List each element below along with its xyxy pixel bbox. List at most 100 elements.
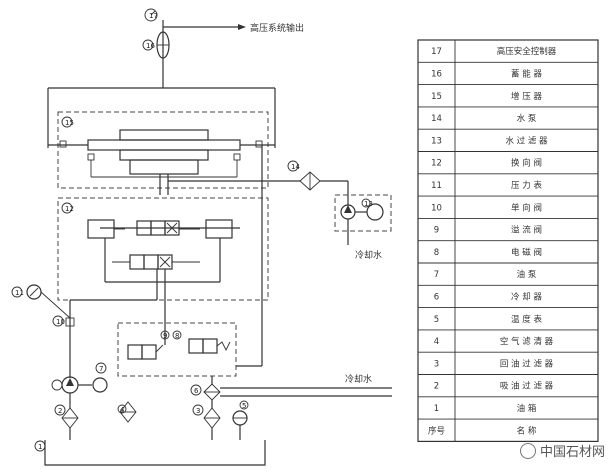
directional-valve-12-icon (87, 219, 240, 282)
pressure-gauge-11-icon (11, 284, 71, 319)
table-cell-name: 蓄 能 器 (511, 68, 542, 79)
table-cell-no: 13 (431, 136, 442, 146)
upper-manifold (47, 87, 276, 148)
table-cell-no: 序号 (428, 425, 445, 436)
table-cell-name: 溢 流 阀 (511, 225, 542, 236)
table-cell-name: 换 向 阀 (511, 158, 542, 169)
svg-text:8: 8 (175, 332, 179, 340)
table-row: 17 高压安全控制器 (431, 46, 557, 57)
svg-text:3: 3 (196, 407, 200, 415)
svg-text:7: 7 (99, 365, 103, 373)
svg-text:14: 14 (291, 163, 300, 171)
gauge-17-icon (144, 8, 158, 22)
table-cell-name: 水 过 滤 器 (505, 135, 548, 146)
table-cell-name: 电 磁 阀 (511, 247, 542, 258)
svg-text:6: 6 (194, 387, 199, 395)
relief-valve-9-icon (127, 330, 170, 360)
table-row: 6 冷 却 器 (434, 291, 543, 302)
svg-text:11: 11 (15, 289, 24, 297)
table-cell-name: 温 度 表 (511, 314, 542, 325)
svg-text:2: 2 (58, 407, 62, 415)
svg-text:9: 9 (163, 332, 167, 340)
svg-text:15: 15 (65, 119, 74, 127)
table-cell-name: 压 力 表 (511, 180, 542, 191)
table-row: 13 水 过 滤 器 (431, 135, 548, 146)
svg-text:12: 12 (65, 205, 74, 213)
callout-numbers: 17 16 15 14 13 12 11 10 9 8 7 6 5 4 3 2 … (15, 12, 373, 451)
intensifier-15-icon (48, 129, 275, 195)
table-row: 15 增 压 器 (431, 91, 542, 102)
table-row: 2 吸 油 过 滤 器 (434, 381, 554, 392)
air-breather-4-icon (117, 401, 137, 423)
table-cell-name: 冷 却 器 (511, 291, 542, 302)
table-row: 3 回 油 过 滤 器 (434, 358, 554, 369)
svg-text:4: 4 (120, 406, 125, 414)
table-cell-name: 油 箱 (517, 403, 537, 414)
table-row: 1 油 箱 (434, 403, 537, 414)
table-cell-no: 12 (431, 159, 442, 169)
table-cell-name: 空 气 滤 清 器 (500, 336, 554, 347)
water-pump-14-icon (340, 198, 384, 245)
table-cell-no: 4 (434, 337, 439, 347)
table-row: 序号 名 称 (428, 425, 537, 436)
svg-text:1: 1 (38, 443, 42, 451)
svg-text:5: 5 (242, 402, 246, 410)
svg-text:17: 17 (149, 12, 158, 20)
top-outlet-assembly (142, 8, 246, 88)
water-pump-box (334, 194, 392, 232)
table-cell-no: 11 (431, 181, 442, 191)
table-cell-no: 17 (431, 47, 442, 57)
table-row: 9 溢 流 阀 (434, 225, 542, 236)
watermark-text: 中国石材网 (539, 445, 605, 460)
svg-text:16: 16 (146, 42, 155, 50)
svg-text:10: 10 (56, 318, 65, 326)
oil-pump-7-icon (51, 362, 108, 394)
table-cell-name: 吸 油 过 滤 器 (500, 381, 554, 392)
relief-valve-box (117, 322, 237, 377)
table-cell-no: 5 (434, 315, 439, 325)
water-in-label: 冷却水 (355, 249, 382, 261)
table-cell-name: 回 油 过 滤 器 (500, 358, 554, 369)
table-cell-no: 1 (434, 404, 439, 414)
table-row: 16 蓄 能 器 (431, 68, 542, 79)
table-cell-no: 2 (434, 382, 439, 392)
electro-valve-icon (172, 330, 231, 354)
oil-tank-1-icon (34, 440, 266, 466)
suction-filter-2-icon (54, 393, 79, 440)
watermark: 中国石材网 (519, 441, 605, 460)
table-cell-no: 9 (434, 226, 439, 236)
water-line (168, 160, 349, 205)
table-row: 11 压 力 表 (431, 180, 542, 191)
solenoid-valve-8-icon (105, 254, 220, 345)
top-outlet-label: 高压系统输出 (250, 22, 304, 34)
table-row: 12 换 向 阀 (431, 158, 542, 169)
table-cell-name: 高压安全控制器 (497, 46, 557, 57)
table-cell-name: 增 压 器 (511, 91, 542, 102)
table-cell-no: 8 (434, 248, 439, 258)
table-cell-no: 3 (434, 359, 439, 369)
cooling-in-label: 冷却水 (345, 373, 372, 385)
table-cell-no: 6 (434, 292, 439, 302)
table-cell-no: 15 (431, 92, 442, 102)
table-cell-no: 7 (434, 270, 439, 280)
thermometer-5-icon (232, 400, 249, 440)
cooler-6-icon (190, 376, 392, 401)
return-filter-3-icon (192, 400, 221, 440)
table-cell-no: 10 (431, 203, 442, 213)
table-cell-no: 14 (431, 114, 442, 124)
table-cell-name: 名 称 (517, 425, 537, 436)
intensifier-group-box (57, 111, 269, 189)
table-cell-no: 16 (431, 69, 442, 79)
table-row: 14 水 泵 (431, 113, 537, 124)
valve-group-box (57, 197, 269, 301)
table-row: 4 空 气 滤 清 器 (434, 336, 554, 347)
table-row: 8 电 磁 阀 (434, 247, 542, 258)
table-cell-name: 单 向 阀 (511, 202, 542, 213)
table-cell-name: 水 泵 (517, 113, 537, 124)
table-row: 10 单 向 阀 (431, 202, 542, 213)
table-row: 5 温 度 表 (434, 314, 543, 325)
